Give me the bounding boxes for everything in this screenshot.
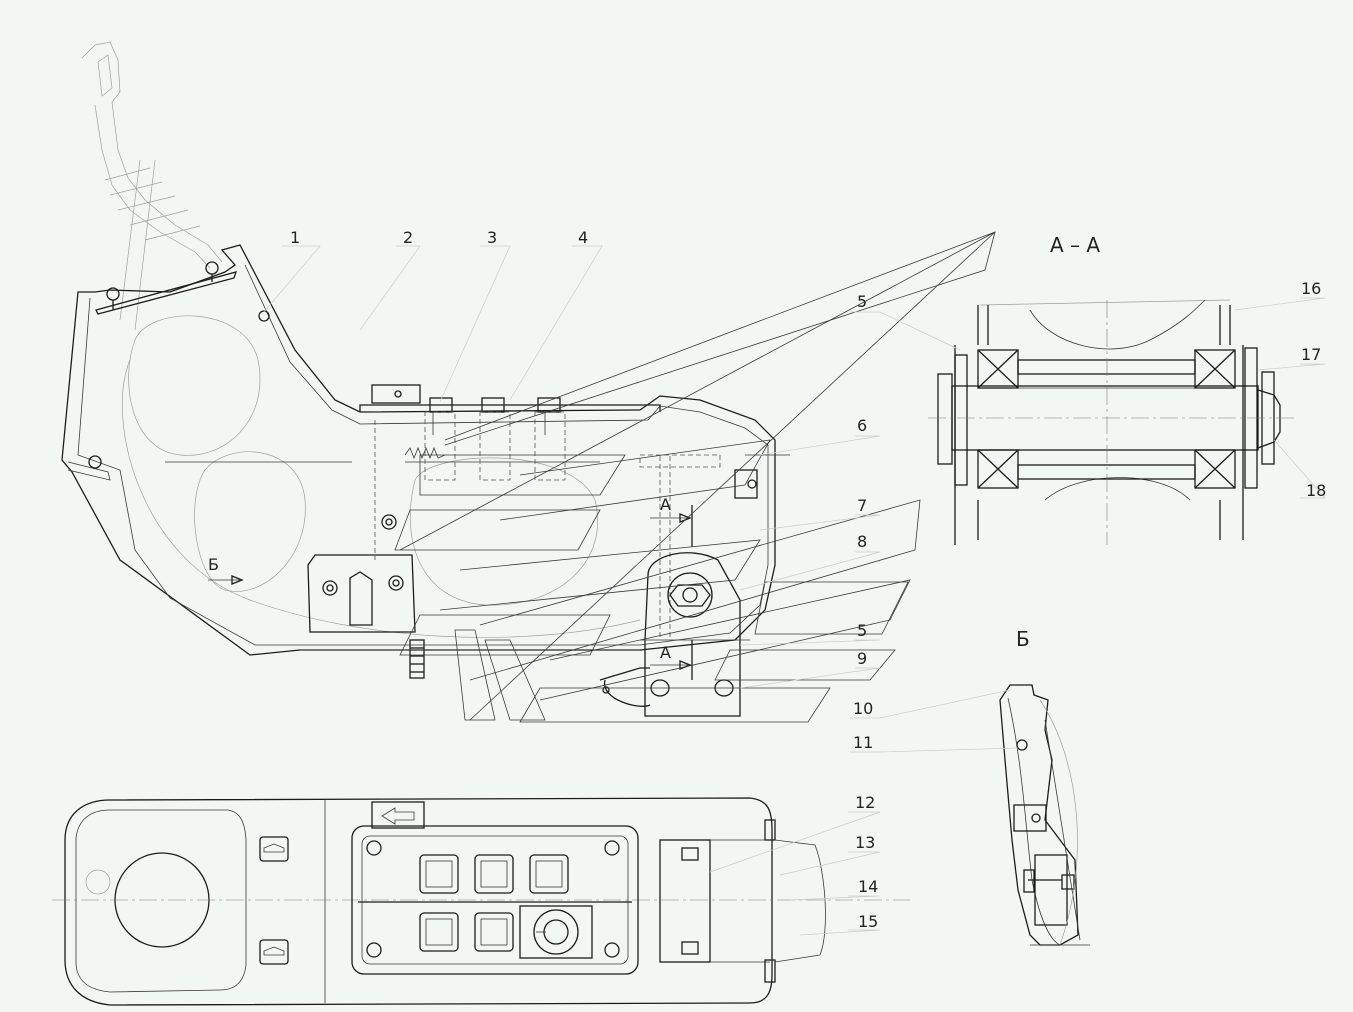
callout-16: 16 xyxy=(1301,279,1321,298)
cut-marker-a-bottom: А xyxy=(660,643,671,662)
view-b xyxy=(999,684,1090,946)
section-aa-title: А – А xyxy=(1050,233,1100,257)
console-top-view xyxy=(52,797,910,1006)
console-side-view xyxy=(61,244,790,717)
view-arrow-b-label: Б xyxy=(208,555,219,574)
callout-14: 14 xyxy=(858,877,878,896)
view-titles: А – А Б А А Б xyxy=(208,233,1100,662)
callout-7: 7 xyxy=(857,496,867,515)
joystick-lever xyxy=(81,41,223,331)
section-a-a xyxy=(928,299,1295,545)
callout-11: 11 xyxy=(853,733,873,752)
callout-8: 8 xyxy=(857,532,867,551)
view-b-title: Б xyxy=(1016,627,1030,651)
callout-17: 17 xyxy=(1301,345,1321,364)
callout-1: 1 xyxy=(290,228,300,247)
callout-6: 6 xyxy=(857,416,867,435)
leader-lines xyxy=(263,245,1326,936)
callout-9: 9 xyxy=(857,649,867,668)
callout-13: 13 xyxy=(855,833,875,852)
callout-5-lower: 5 xyxy=(857,621,867,640)
callout-5: 5 xyxy=(857,292,867,311)
callout-3: 3 xyxy=(487,228,497,247)
callout-18: 18 xyxy=(1306,481,1326,500)
callout-10: 10 xyxy=(853,699,873,718)
callout-numbers: 1 2 3 4 5 6 7 8 5 9 10 11 12 13 14 15 16… xyxy=(290,228,1326,931)
callout-2: 2 xyxy=(403,228,413,247)
perspective-panels xyxy=(394,231,996,723)
callout-12: 12 xyxy=(855,793,875,812)
cut-marker-a-top: А xyxy=(660,495,671,514)
callout-15: 15 xyxy=(858,912,878,931)
callout-4: 4 xyxy=(578,228,588,247)
